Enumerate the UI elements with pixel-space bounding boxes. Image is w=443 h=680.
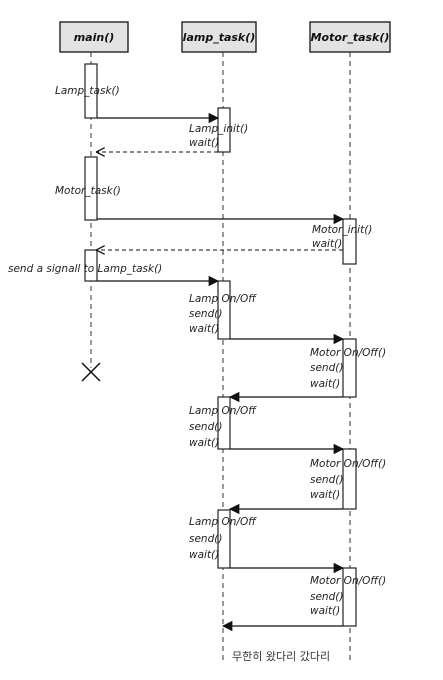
destroy-marker (81, 362, 101, 382)
label-lamp-wait: wait() (189, 549, 219, 561)
label-motor-onoff: Motor On/Off() (310, 458, 386, 470)
participant-main-label: main() (74, 31, 115, 44)
activation-motor-3 (342, 448, 357, 510)
label-lamp-wait: wait() (189, 437, 219, 449)
participant-lamp: lamp_task() (181, 21, 257, 53)
label-lamp-onoff: Lamp On/Off (189, 405, 257, 417)
participant-lamp-label: lamp_task() (183, 31, 256, 44)
label-motor-onoff: Motor On/Off() (310, 575, 386, 587)
activation-lamp-2 (217, 280, 231, 340)
activation-main-2 (84, 156, 98, 221)
label-lamp-wait: wait() (189, 137, 219, 149)
footer-note: 무한히 왔다리 갔다리 (232, 649, 330, 663)
label-lamp-onoff: Lamp On/Off (189, 293, 257, 305)
participant-main: main() (59, 21, 129, 53)
label-motor-onoff: Motor On/Off() (310, 347, 386, 359)
label-call-motor-task: Motor_task() (55, 185, 121, 197)
label-motor-send: send() (310, 474, 343, 486)
label-motor-wait: wait() (310, 378, 340, 390)
label-motor-wait: wait() (310, 489, 340, 501)
label-lamp-send: send() (189, 533, 222, 545)
label-lamp-send: send() (189, 421, 222, 433)
label-lamp-onoff: Lamp On/Off (189, 516, 257, 528)
label-motor-wait: wait() (310, 605, 340, 617)
activation-motor-1 (342, 218, 357, 265)
activation-lamp-1 (217, 107, 231, 153)
participant-motor: Motor_task() (309, 21, 391, 53)
activation-motor-4 (342, 567, 357, 627)
label-motor-send: send() (310, 362, 343, 374)
activation-lamp-4 (217, 509, 231, 569)
label-call-lamp-task: Lamp_task() (55, 85, 120, 97)
label-lamp-init: Lamp_init() (189, 123, 248, 135)
activation-lamp-3 (217, 396, 231, 450)
activation-main-3 (84, 249, 98, 282)
label-lamp-wait: wait() (189, 323, 219, 335)
activation-motor-2 (342, 338, 357, 398)
label-motor-send: send() (310, 591, 343, 603)
label-motor-wait: wait() (312, 238, 342, 250)
participant-motor-label: Motor_task() (311, 31, 390, 44)
label-lamp-send: send() (189, 308, 222, 320)
label-send-signal: send a signall to Lamp_task() (8, 263, 162, 275)
label-motor-init: Motor_init() (312, 224, 372, 236)
activation-main-1 (84, 63, 98, 119)
